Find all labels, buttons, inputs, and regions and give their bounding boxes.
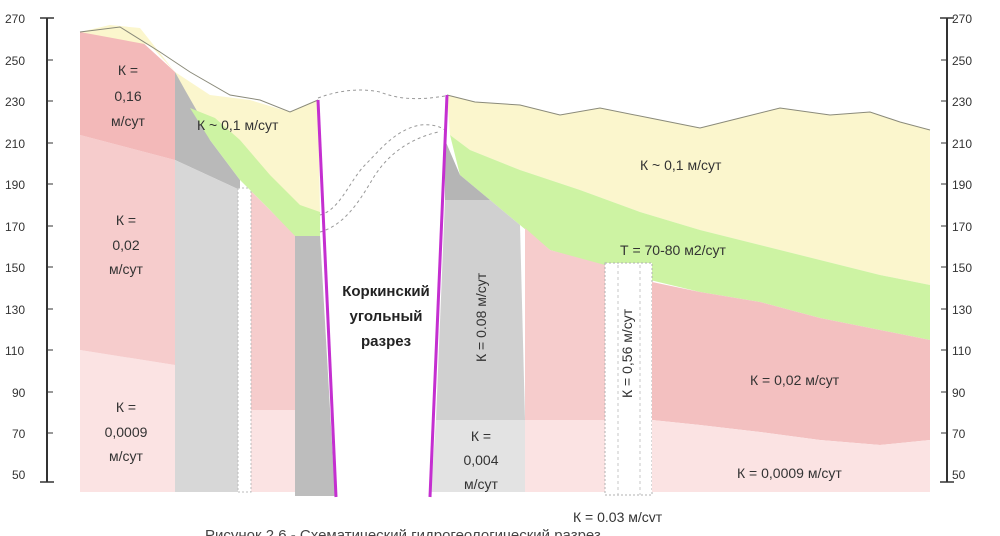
left-tick-210: 210 — [5, 137, 25, 151]
left-elevation-axis — [40, 17, 54, 483]
label-left-top-line2: 0,16 — [114, 88, 141, 104]
pit-old-profile-2 — [319, 124, 446, 216]
left-tick-170: 170 — [5, 220, 25, 234]
label-left-mid-line2: 0,02 — [112, 237, 139, 253]
left-tick-230: 230 — [5, 95, 25, 109]
right-white-column — [604, 262, 653, 496]
fault-line-right — [428, 94, 449, 498]
right-yellow-layer — [447, 95, 930, 285]
right-tick-130: 130 — [952, 303, 972, 317]
label-center-bottom-line2: 0,004 — [463, 452, 498, 468]
right-surface-line — [446, 94, 931, 131]
right-gray-bottom — [431, 420, 525, 492]
label-right-yellow: К ~ 0,1 м/сут — [640, 157, 722, 173]
label-vertical-gray: К = 0.08 м/сут — [473, 272, 489, 362]
figure-caption: Рисунок 2.6 - Схематический гидрогеологи… — [205, 527, 601, 536]
label-center-bottom-line1: К = — [471, 428, 491, 444]
right-tick-230: 230 — [952, 95, 972, 109]
left-red-right — [250, 190, 295, 410]
label-pit-line2: угольный — [349, 308, 422, 325]
left-gray-column — [175, 160, 240, 492]
label-vertical-white: К = 0,56 м/сут — [619, 308, 635, 398]
left-red-top-layer — [80, 31, 175, 160]
left-fault-wedge — [295, 235, 335, 496]
pit-old-profile-1 — [317, 89, 446, 100]
right-tick-70: 70 — [952, 427, 966, 441]
pit-old-profile-3 — [319, 131, 439, 233]
right-tick-170: 170 — [952, 220, 972, 234]
right-pink-layer — [652, 420, 930, 492]
label-right-green: Т = 70-80 м2/сут — [620, 242, 727, 258]
left-pink-right — [250, 410, 295, 492]
right-tick-150: 150 — [952, 261, 972, 275]
label-left-mid-line1: К = — [116, 212, 136, 228]
left-white-column — [237, 187, 252, 493]
label-left-bottom-line2: 0,0009 — [105, 424, 148, 440]
left-tick-90: 90 — [12, 386, 26, 400]
right-red-layer — [652, 282, 930, 445]
left-red-layer — [80, 135, 175, 365]
left-green-layer — [190, 108, 320, 236]
right-tick-210: 210 — [952, 137, 972, 151]
left-gray-upper — [175, 72, 240, 190]
label-left-bottom-line1: К = — [116, 399, 136, 415]
label-center-bottom-line3: м/сут — [464, 476, 499, 492]
label-below-axis: К = 0.03 м/сvт — [573, 509, 663, 525]
left-surface-line — [79, 26, 319, 113]
fault-line-left — [316, 99, 338, 498]
right-tick-50: 50 — [952, 468, 966, 482]
left-tick-50: 50 — [12, 468, 26, 482]
right-green-layer — [450, 135, 930, 340]
left-tick-270: 270 — [5, 12, 25, 26]
left-tick-110: 110 — [5, 344, 24, 358]
label-left-yellow: К ~ 0,1 м/сут — [197, 117, 279, 133]
label-right-pink: К = 0,0009 м/сут — [737, 465, 842, 481]
label-pit-line3: разрез — [361, 333, 411, 350]
left-tick-190: 190 — [5, 178, 25, 192]
label-left-mid-line3: м/сут — [109, 261, 144, 277]
right-red-mid — [525, 228, 605, 420]
label-left-bottom-line3: м/сут — [109, 448, 144, 464]
left-tick-150: 150 — [5, 261, 25, 275]
label-pit-line1: Коркинский — [342, 283, 430, 300]
right-gray-column — [436, 200, 525, 420]
right-gray-upper — [445, 140, 490, 210]
right-tick-110: 110 — [952, 344, 971, 358]
left-pink-layer — [80, 350, 175, 492]
label-right-red: К = 0,02 м/сут — [750, 372, 840, 388]
right-tick-270: 270 — [952, 12, 972, 26]
right-elevation-axis — [940, 17, 954, 483]
label-left-top-line3: м/сут — [111, 113, 146, 129]
left-tick-250: 250 — [5, 54, 25, 68]
left-tick-130: 130 — [5, 303, 25, 317]
right-pink-mid — [525, 420, 605, 492]
right-tick-190: 190 — [952, 178, 972, 192]
left-tick-70: 70 — [12, 427, 26, 441]
right-tick-90: 90 — [952, 386, 966, 400]
right-tick-250: 250 — [952, 54, 972, 68]
label-left-top-line1: К = — [118, 62, 138, 78]
